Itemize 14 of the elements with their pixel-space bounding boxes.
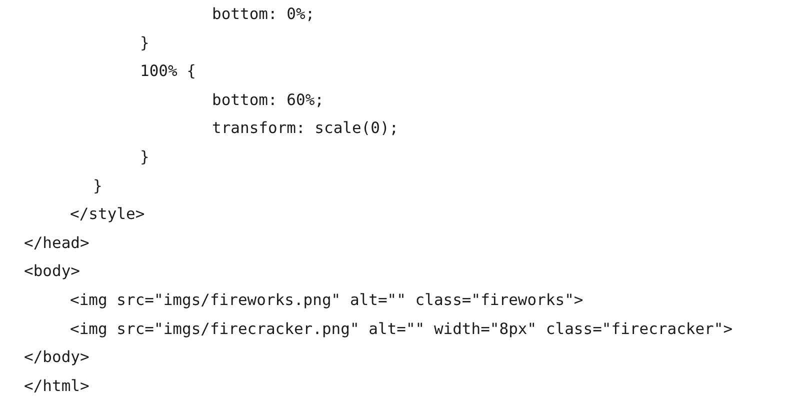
code-line: } bbox=[140, 147, 150, 167]
code-line: bottom: 60%; bbox=[212, 90, 324, 110]
code-line: </head> bbox=[24, 232, 90, 253]
code-line: } bbox=[140, 32, 150, 53]
code-line: 100% { bbox=[140, 61, 196, 82]
code-line: </style> bbox=[70, 204, 145, 224]
code-line: </body> bbox=[24, 347, 90, 368]
code-line: } bbox=[93, 176, 102, 196]
code-line: <body> bbox=[24, 261, 80, 282]
code-line: bottom: 0%; bbox=[212, 4, 315, 24]
code-line: transform: scale(0); bbox=[212, 118, 399, 138]
code-line: </html> bbox=[24, 376, 90, 396]
code-line: <img src="imgs/firecracker.png" alt="" width="8px" class="firecracker"> bbox=[70, 318, 733, 339]
code-line: <img src="imgs/fireworks.png" alt="" class="fireworks"> bbox=[70, 290, 584, 310]
